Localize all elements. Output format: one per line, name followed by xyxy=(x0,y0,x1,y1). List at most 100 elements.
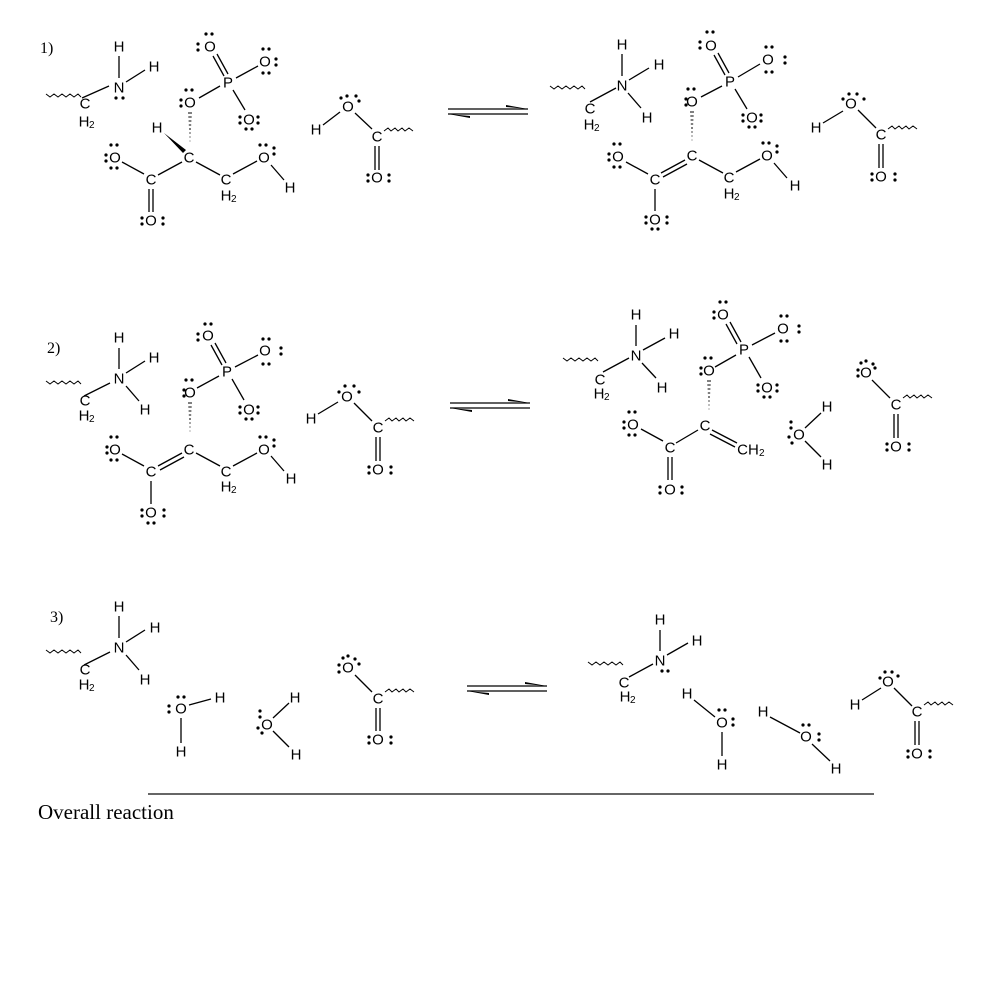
svg-text:C: C xyxy=(912,704,923,721)
step3-reactant-carboxylate: O C O xyxy=(337,654,415,749)
overall-reaction-caption: Overall reaction xyxy=(38,800,174,824)
svg-text:2: 2 xyxy=(89,414,95,425)
svg-text:C: C xyxy=(876,127,887,144)
svg-text:O: O xyxy=(761,148,773,165)
svg-text:O: O xyxy=(184,95,196,112)
svg-text:H: H xyxy=(140,672,151,689)
svg-text:C: C xyxy=(184,442,195,459)
svg-text:H: H xyxy=(79,677,90,694)
svg-text:C: C xyxy=(650,172,661,189)
svg-text:H: H xyxy=(620,689,631,706)
svg-text:O: O xyxy=(716,715,728,732)
svg-text:P: P xyxy=(739,342,749,359)
svg-text:2: 2 xyxy=(594,123,600,134)
svg-text:O: O xyxy=(627,417,639,434)
svg-text:H: H xyxy=(617,37,628,54)
svg-text:H: H xyxy=(692,633,703,650)
svg-text:2: 2 xyxy=(734,192,740,203)
svg-text:N: N xyxy=(617,78,628,95)
svg-text:H: H xyxy=(724,186,735,203)
svg-text:C: C xyxy=(595,372,606,389)
svg-text:O: O xyxy=(890,439,902,456)
step1-equilibrium-arrow xyxy=(448,105,528,118)
svg-text:H: H xyxy=(221,479,232,496)
svg-text:H: H xyxy=(717,757,728,774)
step3-reactant-water-1: O H H xyxy=(167,690,225,761)
svg-text:O: O xyxy=(372,732,384,749)
svg-text:2: 2 xyxy=(89,683,95,694)
svg-text:C: C xyxy=(619,675,630,692)
svg-text:H: H xyxy=(140,402,151,419)
svg-text:C: C xyxy=(585,101,596,118)
svg-text:C: C xyxy=(724,170,735,187)
svg-text:N: N xyxy=(114,80,125,97)
svg-text:O: O xyxy=(145,505,157,522)
svg-text:O: O xyxy=(145,213,157,230)
svg-text:H: H xyxy=(642,110,653,127)
svg-text:H: H xyxy=(631,307,642,324)
svg-text:O: O xyxy=(649,212,661,229)
step3-reactant-water-2: O H H xyxy=(256,690,301,764)
svg-text:H: H xyxy=(149,350,160,367)
svg-text:O: O xyxy=(371,170,383,187)
svg-text:P: P xyxy=(725,74,735,91)
svg-text:H: H xyxy=(822,457,833,474)
step-1-label: 1) xyxy=(40,40,53,57)
svg-text:O: O xyxy=(860,365,872,382)
svg-text:H: H xyxy=(584,117,595,134)
svg-text:H: H xyxy=(655,612,666,629)
svg-text:H: H xyxy=(831,761,842,778)
svg-text:H: H xyxy=(149,59,160,76)
svg-text:O: O xyxy=(202,328,214,345)
svg-text:H: H xyxy=(291,747,302,764)
step1-product-enediolate: O P O O O C C O O xyxy=(607,30,800,231)
svg-text:H: H xyxy=(176,744,187,761)
step2-reactant-enediolate: O P O O O C C O O xyxy=(105,322,296,525)
svg-text:P: P xyxy=(222,364,232,381)
step3-product-water-2: H O H xyxy=(758,704,842,778)
svg-text:O: O xyxy=(372,462,384,479)
svg-text:H: H xyxy=(290,690,301,707)
svg-text:O: O xyxy=(793,427,805,444)
svg-text:H: H xyxy=(285,180,296,197)
svg-text:O: O xyxy=(875,169,887,186)
svg-text:C: C xyxy=(146,172,157,189)
svg-text:H: H xyxy=(150,620,161,637)
svg-text:O: O xyxy=(800,729,812,746)
svg-text:O: O xyxy=(175,701,187,718)
svg-text:O: O xyxy=(777,321,789,338)
svg-text:C: C xyxy=(891,397,902,414)
svg-text:O: O xyxy=(259,54,271,71)
svg-text:O: O xyxy=(342,660,354,677)
svg-text:H: H xyxy=(215,690,226,707)
step1-reactant-substrate: O P O O O C H C O xyxy=(104,32,296,230)
svg-text:O: O xyxy=(243,402,255,419)
svg-text:N: N xyxy=(631,348,642,365)
svg-text:C: C xyxy=(221,464,232,481)
svg-text:O: O xyxy=(746,110,758,127)
svg-text:O: O xyxy=(341,389,353,406)
svg-text:H: H xyxy=(682,686,693,703)
svg-text:O: O xyxy=(705,38,717,55)
svg-text:C: C xyxy=(146,464,157,481)
svg-text:C: C xyxy=(373,691,384,708)
svg-text:H: H xyxy=(79,408,90,425)
step2-reactant-carboxylic-acid: H O C O xyxy=(306,384,415,479)
svg-text:H: H xyxy=(114,39,125,56)
svg-text:H: H xyxy=(114,330,125,347)
step-2-label: 2) xyxy=(47,340,60,357)
svg-text:H: H xyxy=(657,380,668,397)
svg-text:C: C xyxy=(373,420,384,437)
svg-text:O: O xyxy=(342,99,354,116)
svg-text:2: 2 xyxy=(89,120,95,131)
svg-text:H: H xyxy=(114,599,125,616)
svg-text:O: O xyxy=(243,112,255,129)
svg-text:H: H xyxy=(758,704,769,721)
step3-product-water-1: H O H xyxy=(682,686,735,774)
svg-text:H: H xyxy=(152,120,163,137)
step1-product-carboxylic-acid: H O C O xyxy=(811,92,918,186)
